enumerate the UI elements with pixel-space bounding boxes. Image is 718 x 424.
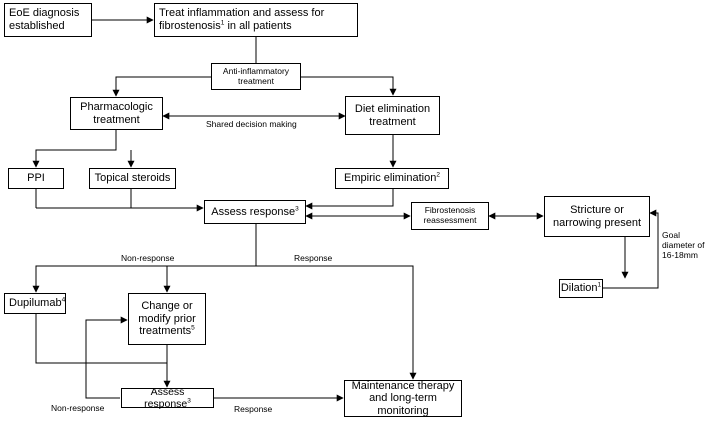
arrow-dupilumab-to-assess: [35, 314, 167, 364]
dilation-box: Dilation1: [559, 279, 603, 298]
dupilumab-box: Dupilumab4: [4, 293, 66, 314]
anti-inflammatory-box: Anti-inflammatory treatment: [211, 63, 301, 90]
diet-elimination-box: Diet elimination treatment: [345, 96, 440, 135]
maintenance-text: Maintenance therapy and long-term monito…: [351, 379, 455, 417]
stricture-text: Stricture or narrowing present: [552, 203, 642, 229]
eoe-diagnosis-box: EoE diagnosis established: [4, 3, 92, 37]
treat-inflammation-text: Treat inflammation and assess for fibros…: [159, 7, 325, 32]
arrow-to-dupilumab: [32, 265, 256, 293]
assess-response-bottom-box: Assess response3: [121, 385, 214, 410]
non-response-bottom-label: Non-response: [51, 403, 105, 413]
topical-steroids-box: Topical steroids: [89, 168, 176, 189]
assess-response-top-box: Assess response3: [204, 200, 306, 224]
anti-inflammatory-text: Anti-inflammatory treatment: [222, 65, 290, 86]
non-response-top-label: Non-response: [121, 253, 175, 263]
arrow-empiric-to-assess: [305, 189, 394, 210]
dilation-text: Dilation1: [560, 281, 602, 295]
arrow-anti-to-diet: [301, 76, 397, 96]
empiric-elimination-text: Empiric elimination2: [344, 171, 440, 185]
shared-decision-label: Shared decision making: [206, 119, 297, 129]
response-top-label: Response: [294, 253, 333, 263]
fibrostenosis-reassessment-box: Fibrostenosis reassessment: [411, 202, 489, 230]
arrow-nonresponse-loop: [85, 316, 128, 399]
pharmacologic-box: Pharmacologic treatment: [70, 97, 163, 130]
stricture-box: Stricture or narrowing present: [544, 196, 650, 237]
maintenance-box: Maintenance therapy and long-term monito…: [344, 380, 462, 417]
arrow-dilation-to-stricture: [603, 209, 659, 289]
treat-inflammation-box: Treat inflammation and assess for fibros…: [154, 3, 358, 37]
empiric-elimination-box: Empiric elimination2: [335, 168, 449, 189]
topical-steroids-text: Topical steroids: [94, 172, 171, 185]
arrow-pharmacologic-to-ppi: [32, 130, 117, 168]
arrow-steroids-to-assess: [130, 189, 204, 212]
diet-elimination-text: Diet elimination treatment: [354, 102, 431, 128]
arrow-anti-to-pharmacologic: [112, 76, 211, 97]
assess-response-bottom-text: Assess response3: [144, 385, 191, 410]
assess-response-top-text: Assess response3: [211, 205, 299, 218]
change-modify-box: Change or modify prior treatments5: [128, 293, 206, 345]
goal-diameter-label: Goal diameter of 16-18mm: [662, 230, 705, 260]
arrow-response-to-maintenance: [256, 265, 417, 380]
ppi-text: PPI: [27, 172, 45, 185]
ppi-box: PPI: [8, 168, 64, 189]
fibrostenosis-reassessment-text: Fibrostenosis reassessment: [423, 205, 477, 225]
change-modify-text: Change or modify prior treatments5: [138, 300, 196, 338]
dupilumab-text: Dupilumab4: [9, 296, 66, 310]
pharmacologic-text: Pharmacologic treatment: [80, 100, 153, 126]
response-bottom-label: Response: [234, 404, 273, 414]
eoe-diagnosis-text: EoE diagnosis established: [9, 7, 80, 32]
